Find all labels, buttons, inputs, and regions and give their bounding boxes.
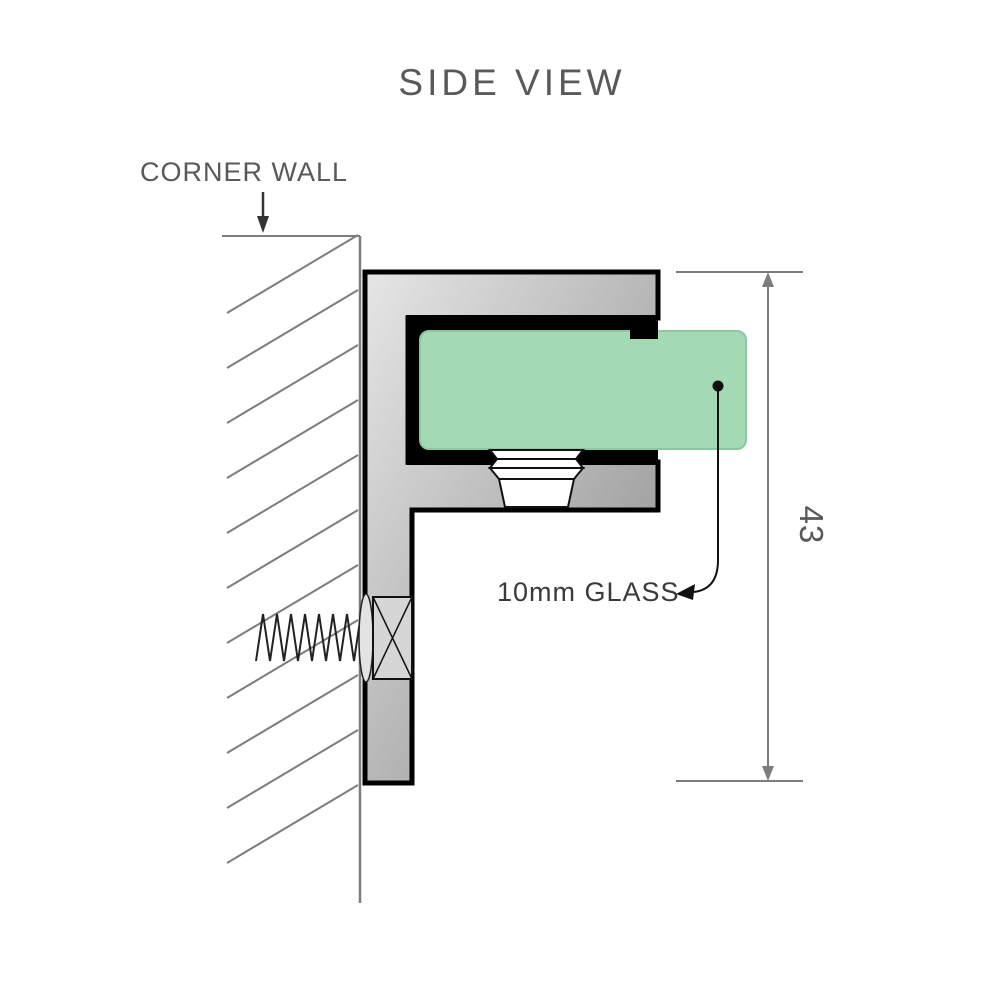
hatch-line bbox=[226, 289, 359, 369]
screw-head-cross-line bbox=[372, 596, 413, 680]
glass-panel bbox=[419, 330, 747, 450]
dimension-value: 43 bbox=[793, 506, 830, 545]
dimension-arrowhead-bottom bbox=[762, 766, 774, 781]
hatch-line bbox=[226, 454, 359, 534]
gasket-base bbox=[497, 478, 576, 508]
hatch-line bbox=[226, 674, 359, 754]
screw-threads bbox=[255, 613, 362, 662]
hatch-line bbox=[226, 509, 359, 589]
hatch-line bbox=[226, 564, 359, 644]
hatch-line bbox=[226, 729, 359, 809]
diagram-title: SIDE VIEW bbox=[398, 62, 625, 103]
corner-wall-arrowhead bbox=[257, 216, 269, 233]
screw-washer bbox=[358, 593, 374, 683]
hatch-line bbox=[226, 784, 359, 864]
glass-label: 10mm GLASS bbox=[497, 577, 680, 607]
gasket-band bbox=[487, 458, 586, 469]
leader-line bbox=[693, 386, 719, 593]
gasket-band bbox=[487, 449, 586, 460]
dimension-arrowhead-top bbox=[762, 272, 774, 287]
hatch-line bbox=[226, 344, 359, 424]
gasket-band bbox=[487, 467, 586, 480]
gasket-seal bbox=[487, 449, 586, 508]
leader-arrowhead bbox=[676, 584, 695, 600]
hatch-line bbox=[226, 234, 359, 314]
wall-hatching bbox=[226, 234, 359, 864]
corner-wall-label: CORNER WALL bbox=[140, 157, 348, 187]
hatch-line bbox=[226, 399, 359, 479]
bracket-arm-lip bbox=[630, 315, 658, 339]
